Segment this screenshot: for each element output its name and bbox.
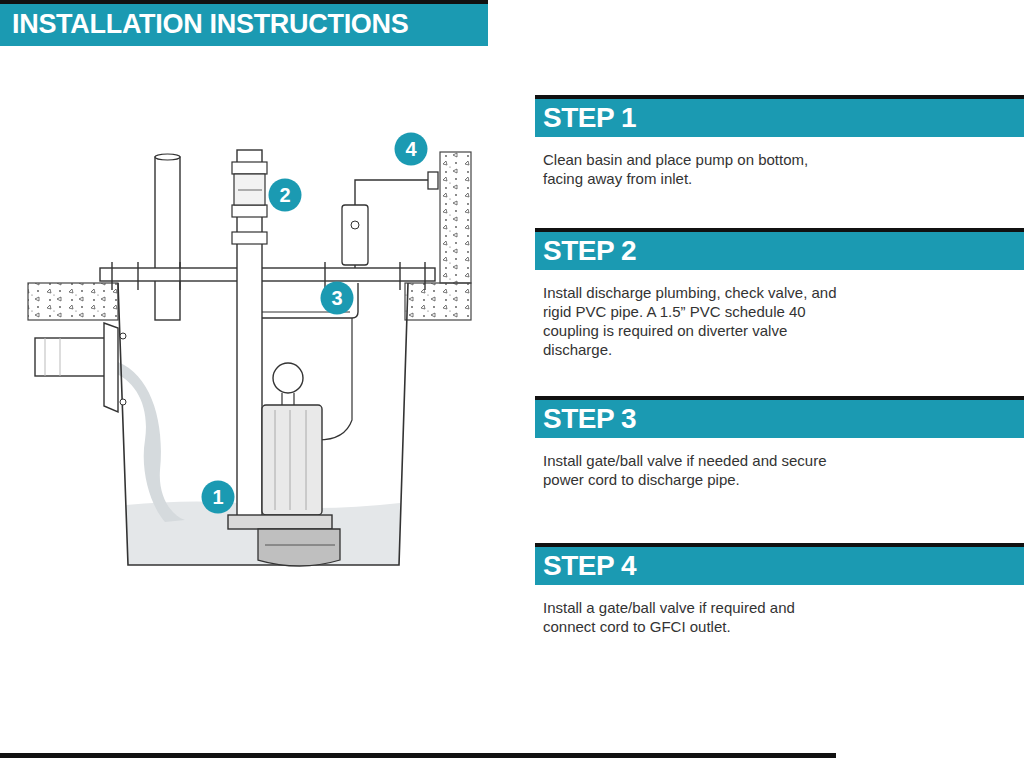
basin-lid <box>112 262 425 290</box>
sump-pump <box>265 545 335 546</box>
basin-lid <box>100 262 435 290</box>
callout-circle-shape <box>269 179 302 212</box>
floor-slab <box>28 283 118 320</box>
step-heading: STEP 2 <box>535 228 1024 270</box>
gfci-outlet <box>428 172 438 189</box>
discharge-pipe <box>232 205 267 217</box>
power-cord <box>318 318 352 440</box>
basin <box>118 283 408 565</box>
rule-line <box>0 753 836 758</box>
step-text: Clean basin and place pump on bottom, fa… <box>535 150 843 188</box>
step-block: STEP 2 Install discharge plumbing, check … <box>535 228 1024 362</box>
callout-circle-shape <box>321 282 354 315</box>
sump-pump <box>273 363 303 393</box>
gfci-outlet <box>428 172 438 189</box>
wall <box>440 152 471 283</box>
power-cord <box>262 180 428 440</box>
callout-circle: 3 <box>320 281 354 315</box>
inlet-pipe <box>45 338 60 376</box>
callout-number: 4 <box>394 132 428 166</box>
step-text: Install discharge plumbing, check valve,… <box>535 283 843 359</box>
step-heading: STEP 3 <box>535 396 1024 438</box>
vent-pipe <box>155 154 180 320</box>
sump-pump <box>258 529 340 566</box>
vent-pipe <box>155 157 180 320</box>
callout-circle-shape <box>202 481 235 514</box>
inlet-pipe <box>35 323 126 412</box>
controller-box <box>351 221 359 229</box>
wall <box>440 152 471 283</box>
sump-pump <box>228 515 332 529</box>
step-heading: STEP 4 <box>535 543 1024 585</box>
vent-pipe <box>155 154 180 160</box>
inlet-pipe <box>35 338 107 376</box>
callout-number: 3 <box>320 281 354 315</box>
sump-pump <box>275 410 306 510</box>
title: INSTALLATION INSTRUCTIONS <box>0 4 488 44</box>
inlet-pipe <box>120 333 126 339</box>
inlet-pipe <box>104 323 118 412</box>
callout-number: 2 <box>268 178 302 212</box>
sump-pump <box>282 393 294 405</box>
discharge-pipe <box>238 190 262 191</box>
callout-number: 1 <box>201 480 235 514</box>
step-block: STEP 1 Clean basin and place pump on bott… <box>535 95 1024 191</box>
inlet-pipe <box>120 399 126 405</box>
sump-pump <box>228 363 340 566</box>
discharge-pipe <box>232 232 267 244</box>
step-heading: STEP 1 <box>535 95 1024 137</box>
callout-circle: 2 <box>268 178 302 212</box>
sump-pump <box>262 405 322 515</box>
controller-box <box>342 205 368 265</box>
callout-circle: 4 <box>394 132 428 166</box>
basin <box>118 283 408 565</box>
step-block: STEP 3 Install gate/ball valve if needed … <box>535 396 1024 492</box>
discharge-pipe <box>232 162 267 174</box>
step-block: STEP 4 Install a gate/ball valve if requi… <box>535 543 1024 639</box>
step-text: Install a gate/ball valve if required an… <box>535 598 843 636</box>
title-banner: INSTALLATION INSTRUCTIONS <box>0 0 488 46</box>
callout-circle: 1 <box>201 480 235 514</box>
controller-box <box>342 205 368 265</box>
callout-circle-shape <box>395 133 428 166</box>
discharge-pipe <box>234 174 265 205</box>
basin-lid <box>100 268 435 281</box>
floor-slab <box>405 283 471 320</box>
step-text: Install gate/ball valve if needed and se… <box>535 451 843 489</box>
